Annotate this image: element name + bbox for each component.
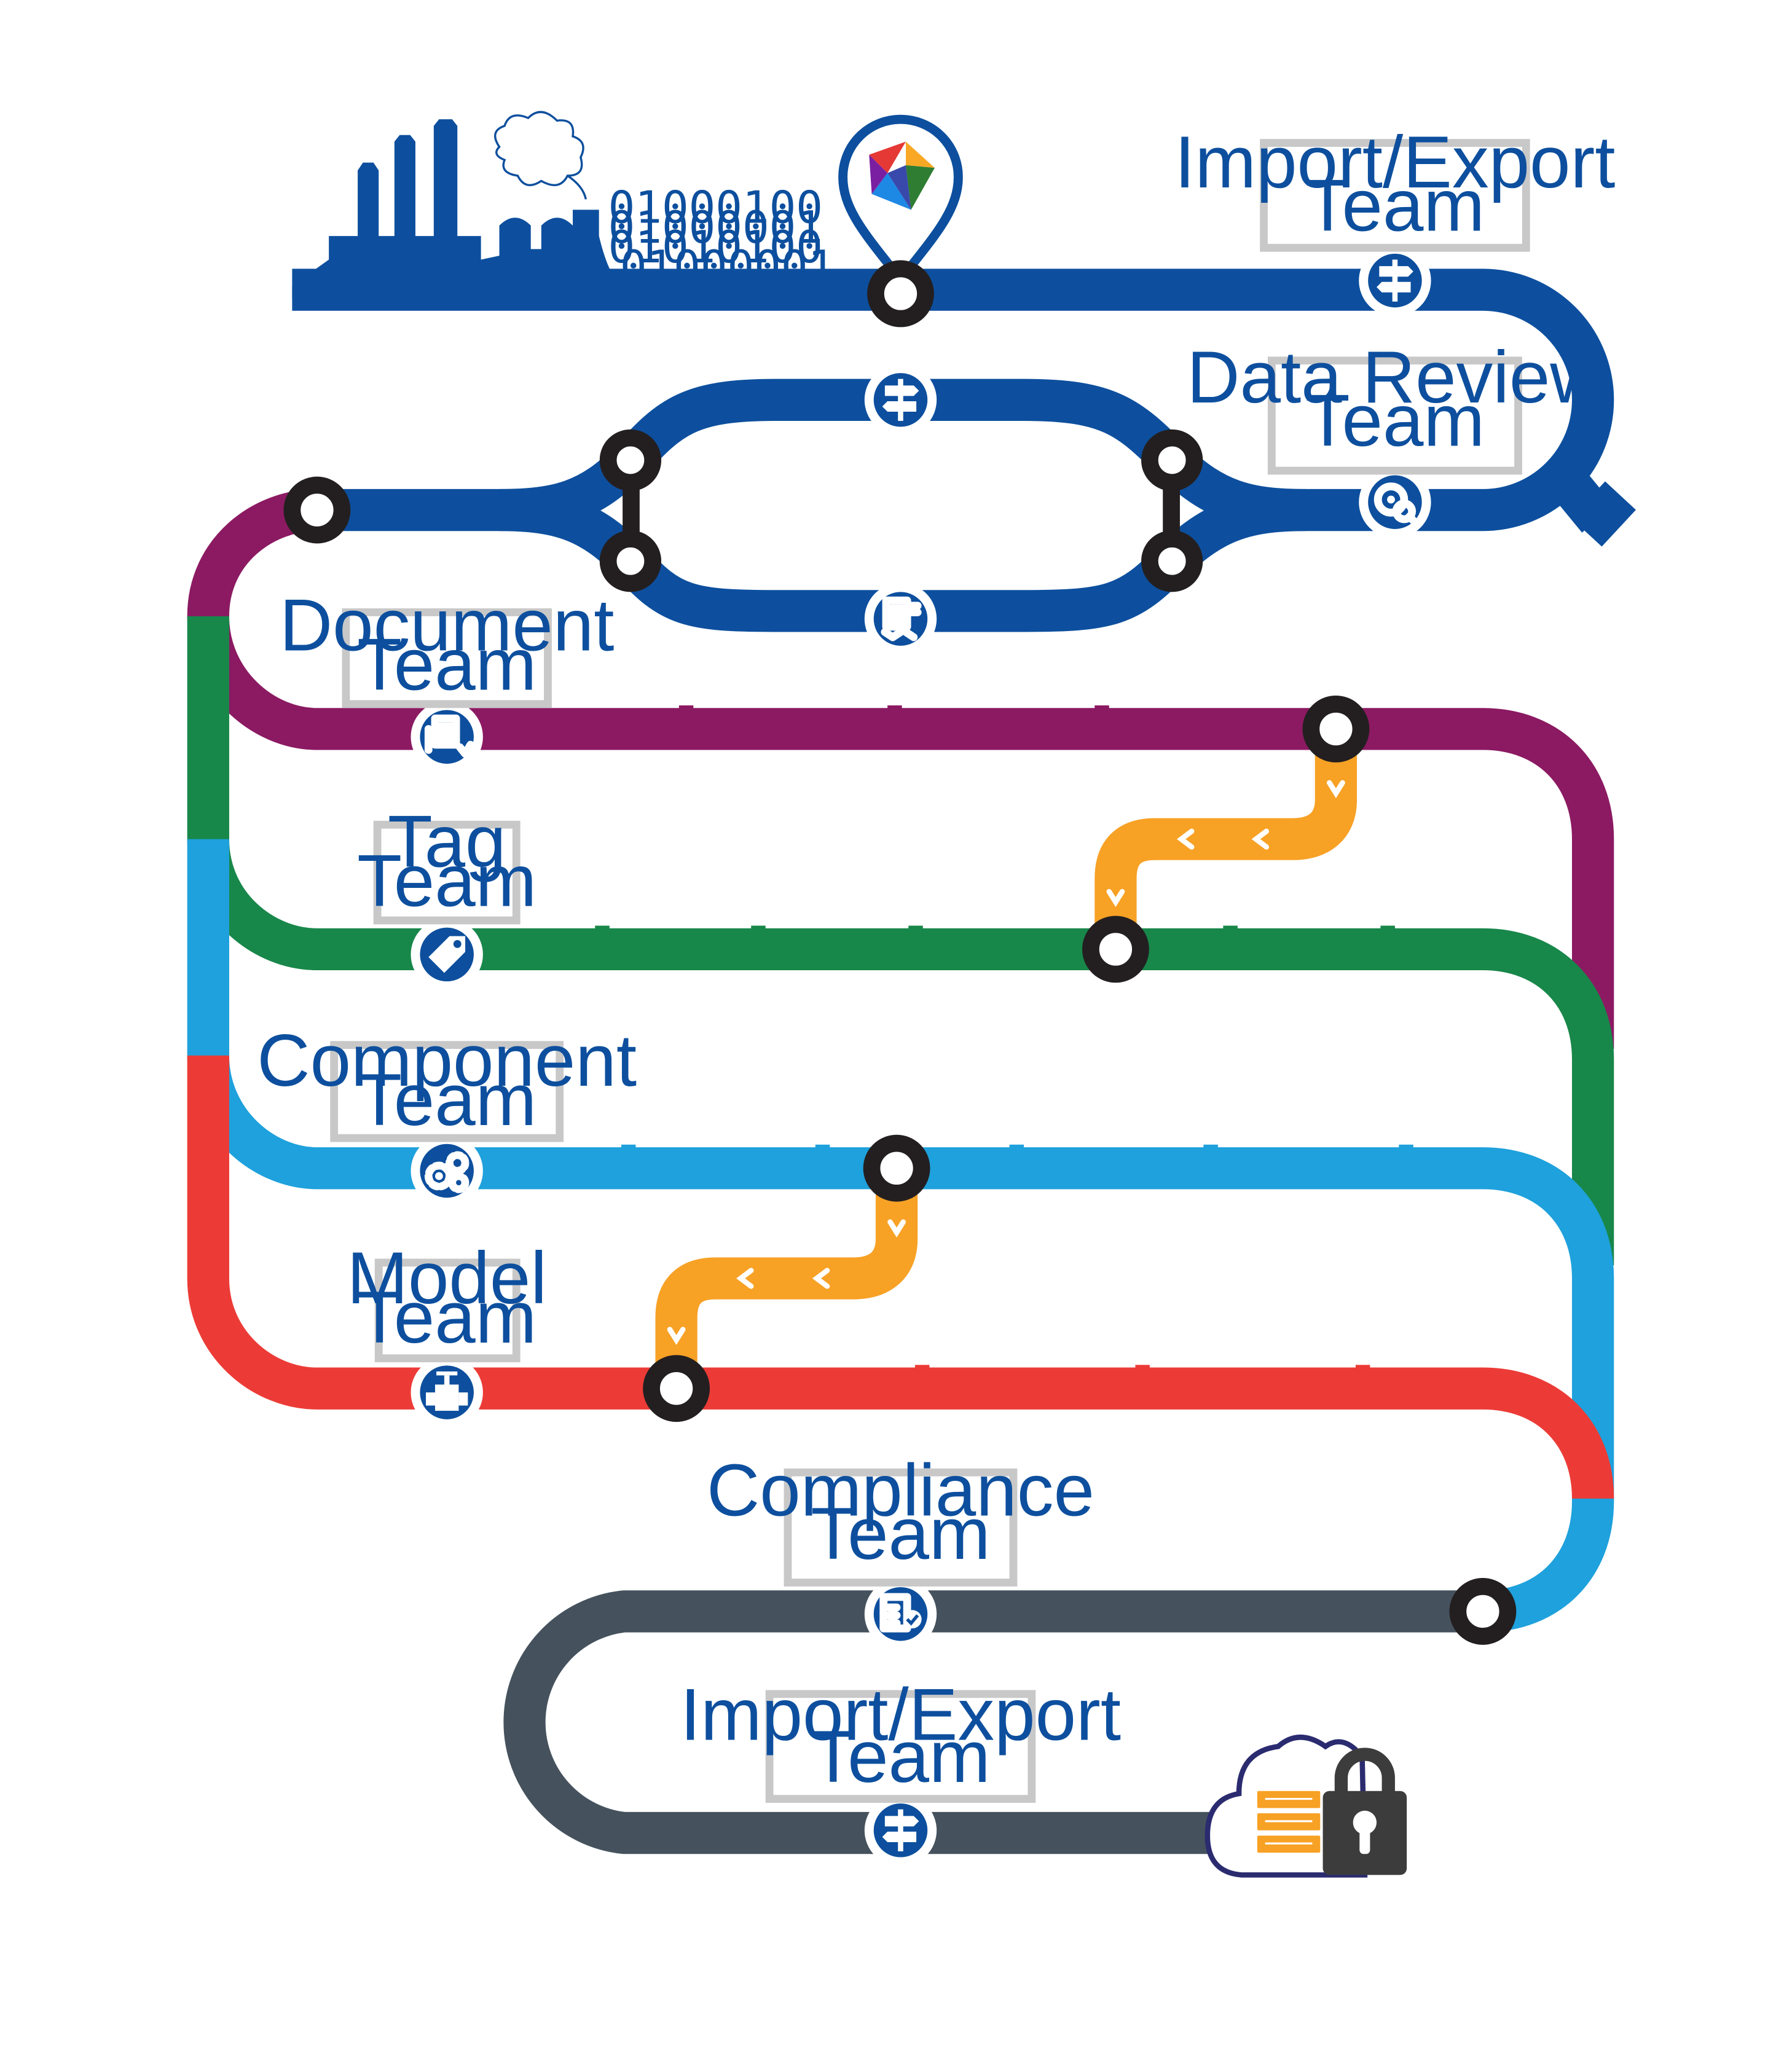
track-sky: [187, 839, 1614, 1633]
station-loop-start: [283, 476, 351, 544]
signpost-icon: [1359, 244, 1431, 317]
label-tag-line1: Tag: [388, 801, 506, 882]
station-sky-transfer: [863, 1134, 930, 1202]
station-slate-start: [1449, 1578, 1517, 1645]
label-import-export-top-line2: Team: [1305, 165, 1485, 247]
factory-icon: [292, 119, 618, 299]
label-model-line1: Model: [347, 1238, 546, 1319]
station-red-transfer: [643, 1355, 710, 1422]
data-review-icon: [1359, 466, 1431, 538]
binary-text: 01000100 01000001 01010100 01000001: [608, 182, 835, 293]
tick-marks: [595, 705, 1413, 1389]
label-data-review-line1: Data Review: [1187, 337, 1603, 418]
document-icon: [411, 700, 483, 773]
label-import-export-top-line1: Import/Export: [1174, 122, 1615, 203]
label-data-review-line2: Team: [1305, 380, 1485, 461]
label-compliance-line2: Team: [811, 1493, 990, 1575]
signpost-icon: [864, 364, 937, 436]
binary-line-4: 01000001: [620, 241, 835, 293]
label-compliance-line1: Compliance: [707, 1450, 1094, 1532]
label-model-line2: Team: [357, 1277, 536, 1359]
label-data-review: Data Review Team: [1187, 337, 1603, 475]
smoke-cloud: [494, 111, 588, 200]
orange-chevrons: [667, 780, 1345, 1345]
track-orange-upper: [1094, 729, 1358, 949]
binary-line-3: 01010100: [608, 222, 823, 273]
stations: [283, 260, 1517, 1645]
track-purple: [187, 488, 1614, 1050]
track-orange-lower: [655, 1168, 918, 1389]
label-import-export-top: Import/Export Team: [1174, 122, 1615, 252]
label-import-export-bottom-line1: Import/Export: [680, 1674, 1121, 1756]
valve-icon: [411, 1356, 483, 1429]
clipboard-check-icon: [864, 1578, 937, 1650]
label-document: Document Team: [280, 584, 615, 708]
station-green-transfer: [1082, 916, 1149, 983]
cloud-server-icon: [1204, 1735, 1368, 1878]
station-interchange-right-top: [1141, 429, 1203, 492]
label-import-export-bottom-line2: Team: [811, 1716, 990, 1798]
station-purple-transfer: [1302, 695, 1370, 763]
label-document-line2: Team: [357, 624, 536, 705]
label-model: Model Team: [347, 1238, 547, 1363]
binary-line-2: 01000001: [608, 202, 823, 254]
label-compliance: Compliance Team: [707, 1450, 1094, 1587]
gears-icon: [411, 1134, 483, 1207]
station-interchange-left-top: [599, 429, 662, 492]
label-document-line1: Document: [280, 584, 615, 666]
tracks: [187, 269, 1636, 1854]
label-import-export-bottom: Import/Export Team: [680, 1674, 1121, 1803]
document-review-icon: [864, 583, 937, 655]
track-blue-terminus-bar: [1571, 481, 1636, 547]
signpost-icon: [864, 1794, 937, 1867]
station-pin: [867, 260, 934, 328]
label-tag-line2: Team: [357, 840, 536, 922]
label-component: Component Team: [257, 1020, 637, 1142]
station-interchange-right-bottom: [1141, 530, 1203, 592]
track-red: [187, 1055, 1614, 1499]
track-slate: [503, 1590, 1483, 1854]
label-tag: Tag Team: [357, 801, 536, 925]
station-interchange-left-bottom: [599, 530, 662, 592]
binary-line-1: 01000100: [608, 182, 823, 234]
location-pin-logo-icon: [838, 114, 963, 287]
label-component-line2: Team: [357, 1059, 536, 1141]
padlock-icon: [1322, 1748, 1407, 1875]
label-component-line1: Component: [257, 1020, 637, 1102]
tag-icon: [411, 918, 483, 991]
